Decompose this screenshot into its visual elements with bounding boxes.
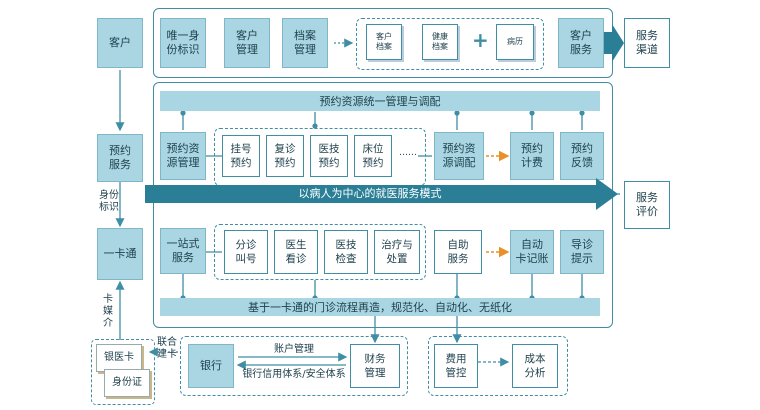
identity-label: 身份 标识 <box>99 190 119 213</box>
appointment-item: 挂号 预约 <box>222 135 260 177</box>
cost-analysis-box: 成本 分析 <box>512 344 558 388</box>
clinic-item: 医技 检查 <box>324 230 368 274</box>
appointment-item: 复诊 预约 <box>266 135 304 177</box>
billing-box: 预约 计费 <box>510 132 554 180</box>
auto-billing-box: 自动 卡记账 <box>510 230 554 274</box>
service-panel <box>153 82 613 328</box>
appointment-bar: 预约资源统一管理与调配 <box>160 91 600 111</box>
customer-mgmt-box: 客户 管理 <box>224 18 270 68</box>
card-media-group <box>91 339 155 405</box>
clinic-item: 分诊 叫号 <box>224 230 268 274</box>
customer-box: 客户 <box>97 18 143 68</box>
appointment-item: 医技 预约 <box>310 135 348 177</box>
bank-box: 银行 <box>188 344 234 388</box>
bank-finance-group <box>180 336 408 396</box>
clinic-items-group <box>214 224 426 280</box>
self-service-box: 自助 服务 <box>434 230 482 274</box>
archive-mgmt-box: 档案 管理 <box>282 18 328 68</box>
clinic-item: 医生 看诊 <box>274 230 318 274</box>
joint-card-label: 联合 建卡 <box>157 337 177 360</box>
medical-record-doc: 病历 <box>496 24 534 60</box>
clinic-bar: 基于一卡通的门诊流程再造，规范化、自动化、无纸化 <box>160 298 600 316</box>
unique-id-box: 唯一身 份标识 <box>160 18 206 68</box>
allocation-box: 预约资 源调配 <box>434 132 484 180</box>
card-medium-label: 卡 媒 介 <box>103 294 113 329</box>
appointment-item: 床位 预约 <box>354 135 392 177</box>
resource-mgmt-box: 预约资 源管理 <box>160 132 206 180</box>
one-stop-box: 一站式 服务 <box>160 228 206 274</box>
archive-docs-group <box>356 18 544 70</box>
main-arrow-label: 以病人为中心的就医服务模式 <box>298 187 442 200</box>
id-card: 身份证 <box>104 369 150 397</box>
bank-card: 银医卡 <box>96 344 142 372</box>
clinic-item: 治疗与 处置 <box>374 230 420 274</box>
health-archive-doc: 健康 档案 <box>422 24 458 60</box>
appointment-service-box: 预约 服务 <box>97 134 143 182</box>
one-card-box: 一卡通 <box>97 228 143 280</box>
cost-control-box: 费用 管控 <box>434 344 478 388</box>
service-eval-box: 服务 评价 <box>624 181 670 229</box>
account-mgmt-label: 账户管理 <box>274 344 314 355</box>
plus-icon: + <box>472 28 489 52</box>
credit-system-label: 银行信用体系/安全体系 <box>242 369 346 380</box>
appointment-item-more: …… <box>399 148 417 158</box>
customer-service-box: 客户 服务 <box>558 18 604 68</box>
finance-mgmt-box: 财务 管理 <box>350 344 400 388</box>
service-channel-box: 服务 渠道 <box>624 18 670 68</box>
customer-archive-doc: 客户 档案 <box>366 24 402 60</box>
cost-group <box>428 336 568 396</box>
feedback-box: 预约 反馈 <box>560 132 604 180</box>
guide-box: 导诊 提示 <box>560 230 604 274</box>
